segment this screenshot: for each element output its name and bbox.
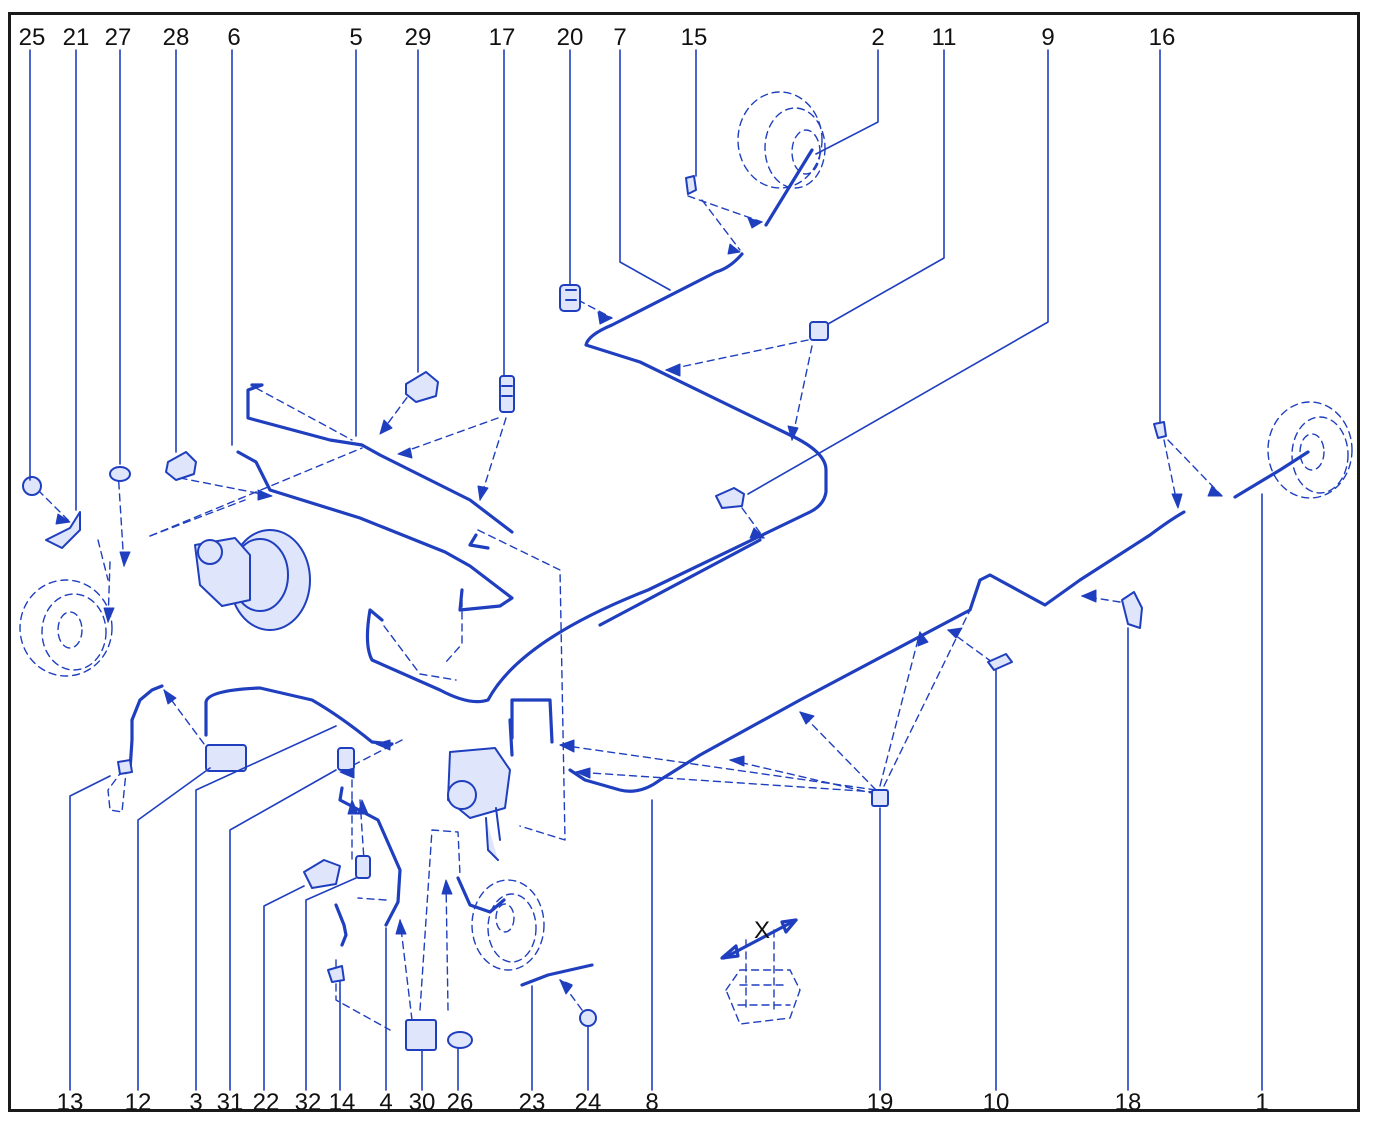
- top-callout-labels: 25 21 27 28 6 5 29 17 20 7 15 2 11 9 16: [19, 24, 1176, 51]
- callout-label-2: 2: [871, 24, 884, 51]
- callout-label-5: 5: [349, 24, 362, 51]
- wheel-rear-right-top: [737, 91, 826, 189]
- nut-detail: [725, 929, 801, 1025]
- callout-label-12: 12: [125, 1089, 152, 1116]
- callout-label-10: 10: [983, 1089, 1010, 1116]
- callout-label-26: 26: [447, 1089, 474, 1116]
- callout-label-11: 11: [932, 24, 957, 51]
- callout-label-31: 31: [217, 1089, 244, 1116]
- callout-label-28: 28: [163, 24, 190, 51]
- wheel-front-left: [19, 579, 113, 677]
- components: [22, 175, 1167, 1051]
- callout-label-17: 17: [489, 24, 516, 51]
- bottom-callout-labels: 13 12 3 31 22 32 14 4 30 26 23 24 8 19 10 18 1: [57, 1089, 1269, 1116]
- callout-label-27: 27: [105, 24, 132, 51]
- callout-leaders: [29, 49, 1263, 1091]
- callout-label-9: 9: [1041, 24, 1054, 51]
- callout-label-16: 16: [1149, 24, 1176, 51]
- callout-label-18: 18: [1115, 1089, 1142, 1116]
- arrowheads: [55, 217, 1223, 995]
- detail-dimension-label: X: [754, 917, 770, 944]
- callout-label-4: 4: [379, 1089, 392, 1116]
- callout-label-3: 3: [189, 1089, 202, 1116]
- callout-label-22: 22: [253, 1089, 280, 1116]
- callout-label-20: 20: [557, 24, 584, 51]
- nut-detail-dimension: [720, 918, 798, 960]
- callout-label-25: 25: [19, 24, 46, 51]
- wheel-rear-right: [1267, 401, 1353, 499]
- callout-label-6: 6: [227, 24, 240, 51]
- assembly-lines: [37, 195, 1223, 1031]
- callout-label-32: 32: [295, 1089, 322, 1116]
- callout-label-7: 7: [613, 24, 626, 51]
- callout-label-19: 19: [867, 1089, 894, 1116]
- callout-label-24: 24: [575, 1089, 602, 1116]
- callout-label-23: 23: [519, 1089, 546, 1116]
- callout-label-1: 1: [1255, 1089, 1268, 1116]
- wheel-front-right: [471, 879, 545, 971]
- callout-label-15: 15: [681, 24, 708, 51]
- diagram-frame: [8, 12, 1360, 1112]
- callout-label-14: 14: [329, 1089, 356, 1116]
- callout-label-30: 30: [409, 1089, 436, 1116]
- callout-label-13: 13: [57, 1089, 84, 1116]
- callout-label-8: 8: [645, 1089, 658, 1116]
- callout-label-29: 29: [405, 24, 432, 51]
- callout-label-21: 21: [63, 24, 90, 51]
